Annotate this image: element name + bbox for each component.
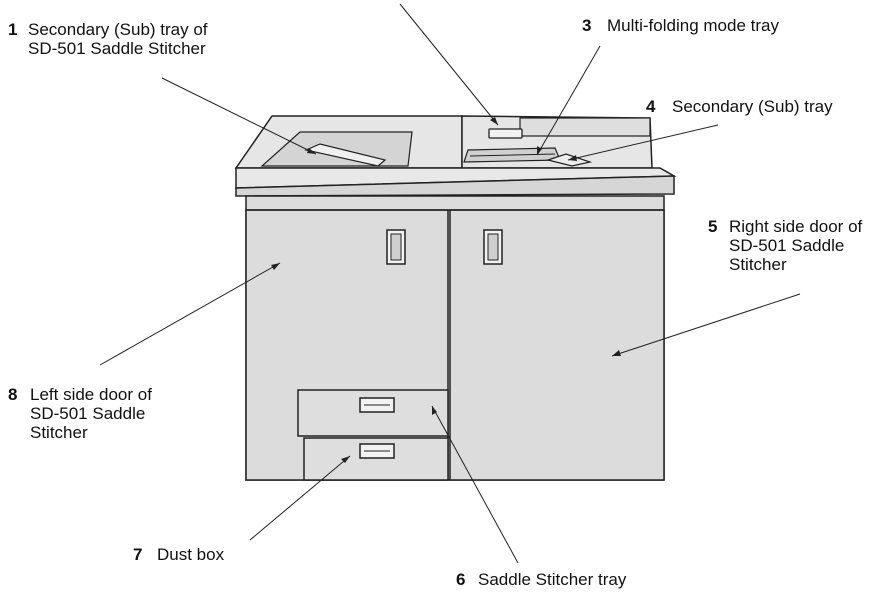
callout-5-line-2: SD-501 Saddle [729, 236, 845, 255]
callout-4: 4 Secondary (Sub) tray [646, 97, 833, 116]
callout-5: 5 Right side door of SD-501 Saddle Stitc… [708, 217, 862, 274]
main-body [245, 195, 665, 481]
leader-line-2 [399, 3, 499, 126]
callout-7-number: 7 [133, 545, 143, 564]
callout-5-number: 5 [708, 217, 718, 236]
right-door-handle-grip [487, 233, 499, 261]
secondary-tray-sd501 [304, 143, 387, 167]
arrowhead-3 [537, 146, 542, 155]
callout-1-line-1: Secondary (Sub) tray of [28, 20, 208, 39]
leader-line-7 [249, 455, 351, 541]
callout-3-number: 3 [582, 16, 592, 35]
arrowhead-7 [341, 456, 350, 463]
arrowheads [271, 117, 621, 463]
leader-line-3 [536, 45, 601, 156]
callout-7-line-1: Dust box [157, 545, 225, 564]
arrowhead-5 [612, 350, 621, 356]
callout-3: 3 Multi-folding mode tray [582, 16, 779, 35]
callout-4-number: 4 [646, 97, 656, 116]
callout-7: 7 Dust box [133, 545, 224, 564]
callout-8-line-3: Stitcher [30, 423, 88, 442]
leader-line-5 [611, 293, 801, 357]
arrowhead-8 [271, 263, 280, 270]
leader-line-1 [161, 77, 317, 155]
callout-6-number: 6 [456, 570, 466, 589]
upper-right-box [519, 117, 651, 137]
leader-lines [99, 3, 801, 564]
callout-4-line-1: Secondary (Sub) tray [672, 97, 833, 116]
saddle-stitcher-tray-drawer[interactable] [297, 389, 449, 437]
arrowhead-4 [568, 155, 577, 161]
callout-6: 6 Saddle Stitcher tray [456, 570, 626, 589]
callout-6-line-1: Saddle Stitcher tray [478, 570, 627, 589]
callout-1: 1 Secondary (Sub) tray of SD-501 Saddle … [8, 20, 208, 58]
booklet-tray-handle [488, 128, 523, 139]
callout-5-line-3: Stitcher [729, 255, 787, 274]
callout-8: 8 Left side door of SD-501 Saddle Stitch… [8, 385, 152, 442]
arrowhead-6 [432, 406, 437, 415]
left-door-handle-grip [390, 233, 402, 261]
leader-line-4 [567, 124, 719, 161]
top-ledge-front [235, 175, 675, 197]
callout-8-line-2: SD-501 Saddle [30, 404, 146, 423]
callout-8-number: 8 [8, 385, 18, 404]
callout-8-line-1: Left side door of [30, 385, 152, 404]
callout-3-line-1: Multi-folding mode tray [607, 16, 779, 35]
arrowhead-1 [307, 148, 316, 154]
top-cover [234, 115, 677, 197]
leader-line-8 [99, 262, 281, 366]
callout-5-line-1: Right side door of [729, 217, 863, 236]
callout-1-number: 1 [8, 20, 18, 39]
leader-line-6 [431, 405, 519, 564]
arrowhead-2 [490, 117, 498, 125]
multi-folding-tray-edge [469, 153, 556, 157]
right-side-door[interactable] [449, 209, 665, 481]
callout-1-line-2: SD-501 Saddle Stitcher [28, 39, 206, 58]
